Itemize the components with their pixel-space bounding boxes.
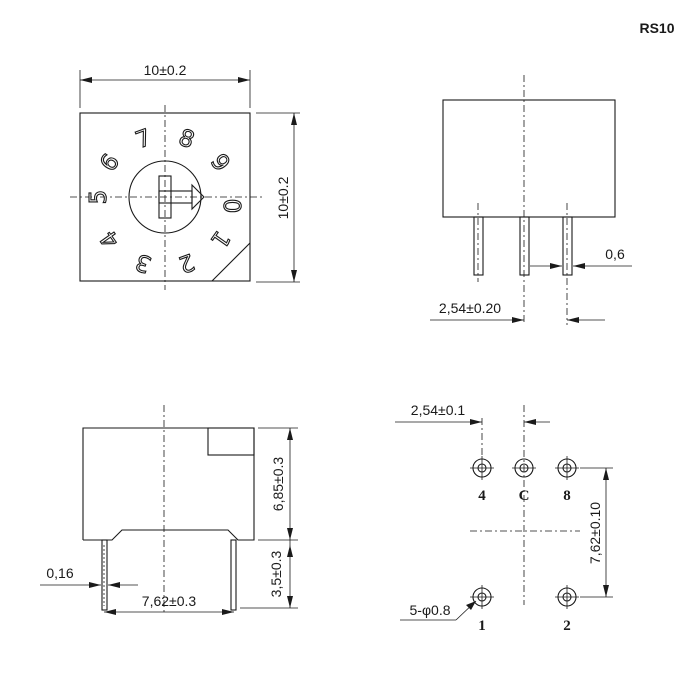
rotary-dial [128, 160, 202, 234]
front-height-dim: 10±0.2 [275, 176, 291, 219]
side-pin-width-dim: 0,6 [605, 246, 625, 262]
footprint-row-spacing-dim: 7,62±0.10 [587, 502, 603, 564]
profile-pin-length-dim: 3,5±0.3 [268, 550, 284, 597]
pin-label-2: 2 [563, 618, 571, 634]
profile-body-outline [82, 427, 255, 541]
pin-label-4: 4 [478, 488, 486, 504]
footprint-hole-1 [470, 585, 494, 609]
side-body-outline [442, 99, 616, 218]
footprint-view: 2,54±0.1 [395, 402, 613, 634]
profile-pin-thickness-dim: 0,16 [46, 565, 73, 581]
side-view: 0,6 2,54±0.20 [430, 75, 632, 325]
side-pin-left [473, 216, 484, 276]
profile-body-height-dim: 6,85±0.3 [270, 457, 286, 512]
profile-knob-step [207, 427, 255, 456]
dial-digit-8: 8 [175, 125, 198, 154]
footprint-hole-2 [555, 585, 579, 609]
front-view: 10±0.2 10±0.2 0 1 2 3 4 5 6 7 8 9 [70, 62, 300, 290]
dial-digit-5: 5 [86, 190, 112, 205]
dial-digit-1: 1 [205, 226, 235, 253]
pin-label-1: 1 [478, 618, 486, 634]
footprint-pitch-dim: 2,54±0.1 [411, 402, 466, 418]
pin-label-c: C [519, 488, 530, 504]
footprint-hole-c [512, 458, 536, 478]
front-width-dim: 10±0.2 [144, 62, 187, 78]
footprint-hole-8 [555, 456, 579, 480]
dial-digit-4: 4 [95, 226, 125, 253]
dial-digit-2: 2 [175, 248, 198, 277]
dial-digit-0: 0 [218, 199, 244, 214]
profile-view: 0,16 7,62±0.3 6,85±0.3 3,5±0.3 [40, 405, 298, 615]
footprint-hole-4 [470, 456, 494, 480]
dial-digit-3: 3 [132, 248, 155, 277]
side-pin-middle [519, 216, 530, 276]
dial-digit-7: 7 [132, 125, 155, 154]
profile-pin-right [230, 539, 237, 611]
profile-pin-left [101, 539, 108, 611]
footprint-hole-note: 5-φ0.8 [410, 602, 451, 618]
side-pin-right [562, 216, 573, 276]
profile-pin-span-dim: 7,62±0.3 [142, 593, 197, 609]
side-pitch-dim: 2,54±0.20 [439, 300, 501, 316]
dial-pointer [158, 175, 205, 219]
dial-digit-9: 9 [205, 150, 235, 177]
dial-digit-6: 6 [95, 150, 125, 177]
front-chamfer [211, 242, 251, 282]
model-label: RS10 [639, 20, 674, 36]
pin-label-8: 8 [563, 488, 571, 504]
